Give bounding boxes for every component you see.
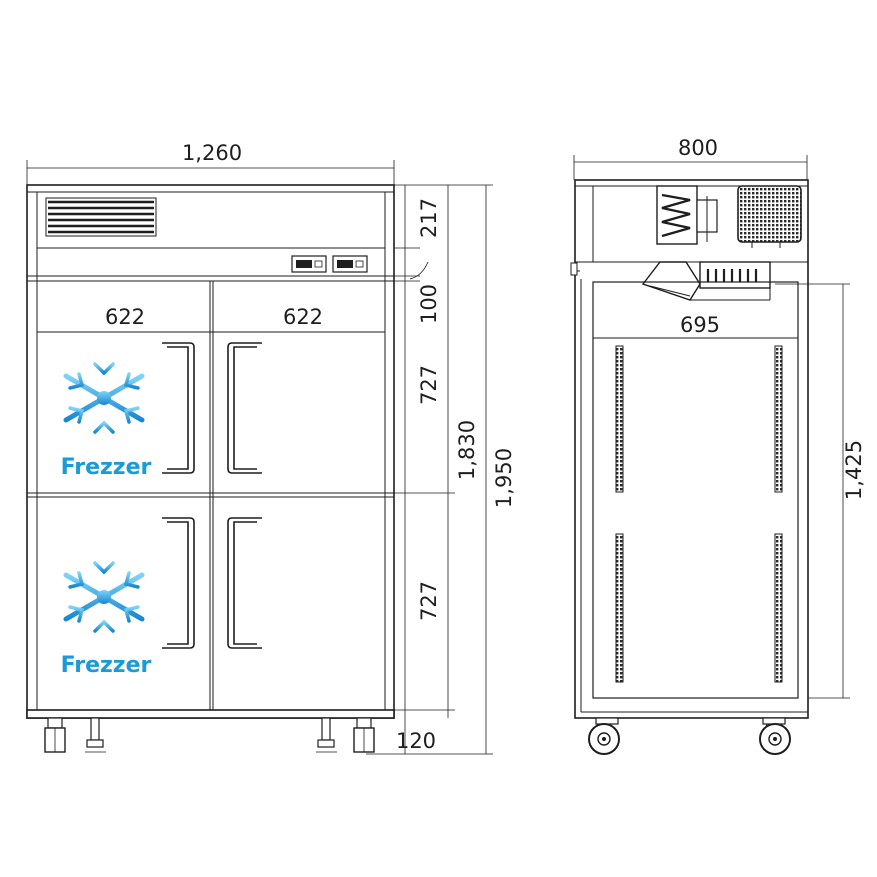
front-leg-left-adjuster — [85, 717, 106, 753]
front-leg-left — [44, 717, 66, 753]
leg-height-label: 120 — [396, 729, 436, 753]
total-height-label: 1,950 — [492, 448, 516, 508]
lower-door-height-label: 727 — [417, 581, 441, 621]
shelf-rail-right-lower — [774, 533, 783, 683]
overall-width-dimension: 1,260 — [26, 141, 395, 186]
condenser-fan — [737, 185, 802, 248]
evaporator-unit — [641, 261, 771, 301]
upper-left-door-handle[interactable] — [162, 342, 195, 474]
door-width-left-label: 622 — [105, 305, 145, 329]
caster-rear — [759, 717, 791, 755]
door-width-right-label: 622 — [283, 305, 323, 329]
top-panel-height-label: 217 — [417, 198, 441, 238]
upper-right-door-handle[interactable] — [227, 342, 262, 474]
caster-front — [588, 717, 620, 755]
upper-door-height-label: 727 — [417, 365, 441, 405]
front-leg-right-adjuster — [316, 717, 337, 753]
lower-right-door-handle[interactable] — [227, 517, 262, 649]
control-strip-height-label: 100 — [417, 284, 441, 324]
overall-depth-dimension: 800 — [573, 136, 808, 180]
upper-door-label: Frezzer — [61, 455, 152, 480]
side-view: 800 — [570, 136, 866, 755]
temperature-display-left — [291, 255, 327, 273]
temperature-display-right — [332, 255, 368, 273]
cabinet-height-label: 1,830 — [455, 420, 479, 480]
shelf-rail-left-upper — [615, 345, 624, 493]
interior-height-dimension: 1,425 — [775, 283, 866, 699]
interior-height-label: 1,425 — [842, 440, 866, 500]
lower-door-label: Frezzer — [61, 653, 152, 678]
front-leg-right — [353, 717, 375, 753]
shelf-rail-left-lower — [615, 533, 624, 683]
lower-left-door-handle[interactable] — [162, 517, 195, 649]
interior-depth-label: 695 — [680, 313, 720, 337]
interior-compartment — [592, 281, 799, 699]
height-dimensions: 217 100 727 727 1,830 1,950 120 — [366, 184, 516, 755]
shelf-rail-right-upper — [774, 345, 783, 493]
overall-width-label: 1,260 — [182, 141, 242, 165]
vent-grille — [45, 197, 157, 237]
overall-depth-label: 800 — [678, 136, 718, 160]
front-view: 1,260 — [26, 141, 516, 755]
compressor-unit — [656, 185, 718, 245]
side-cabinet — [574, 179, 809, 719]
